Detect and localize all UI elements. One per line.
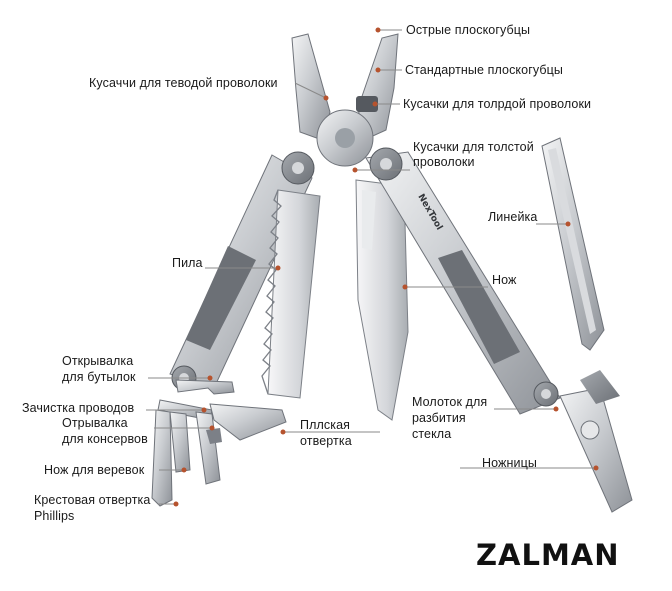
label-hammer-line3: стекла	[412, 427, 452, 441]
label-thick-wire-cutter-line2: проволоки	[413, 155, 475, 169]
label-hammer-line2: разбития	[412, 411, 466, 425]
pliers-pivot	[316, 96, 378, 167]
label-knife: Нож	[492, 273, 517, 287]
label-standard-pliers: Стандартные плоскогубцы	[405, 63, 563, 77]
scissors-tool	[559, 370, 633, 513]
ruler-arm	[541, 137, 605, 351]
label-wire-stripper: Зачистка проводов	[22, 401, 135, 415]
leader-lines	[146, 29, 596, 505]
pointer-dots	[173, 27, 599, 507]
brand-logo: ZALMAN	[476, 538, 620, 572]
saw-blade	[261, 189, 321, 399]
flat-screwdriver-tool	[209, 403, 287, 441]
label-rope-knife: Нож для веревок	[44, 463, 145, 477]
label-hard-wire-cutter-left: Кусаччи для теводой проволоки	[89, 76, 278, 90]
knife-blade	[355, 179, 409, 421]
label-flat-screwdriver-line1: Пллская	[300, 418, 350, 432]
label-can-opener-line2: для консервов	[62, 432, 148, 446]
label-hammer-line1: Молоток для	[412, 395, 488, 409]
phillips-screwdriver-tool	[151, 409, 173, 507]
can-opener-tool	[195, 411, 222, 485]
label-bottle-opener-line1: Открывалка	[62, 354, 134, 368]
label-ruler: Линейка	[488, 210, 538, 224]
label-hard-wire-cutter-right: Кусачки для толрдой проволоки	[403, 97, 592, 111]
label-phillips-line2: Phillips	[34, 509, 75, 523]
label-flat-screwdriver-line2: отвертка	[300, 434, 352, 448]
label-thick-wire-cutter-line1: Кусачки для толстой	[413, 140, 534, 154]
label-saw: Пила	[172, 256, 203, 270]
label-bottle-opener-line2: для бутылок	[62, 370, 136, 384]
label-needle-pliers: Острые плоскогубцы	[406, 23, 531, 37]
label-can-opener-line1: Отрывалка	[62, 416, 128, 430]
bottle-opener-tool	[175, 379, 235, 395]
rope-knife-tool	[169, 411, 191, 473]
label-phillips-line1: Крестовая отвертка	[34, 493, 151, 507]
right-handle: NexTool	[365, 147, 561, 415]
label-scissors: Ножницы	[482, 456, 537, 470]
